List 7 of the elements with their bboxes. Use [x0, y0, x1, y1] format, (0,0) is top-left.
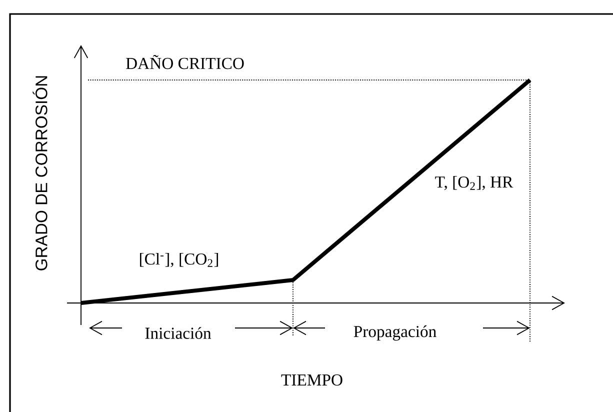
dimension-label: Propagación [354, 325, 436, 341]
threshold-label: DAÑO CRITICO [126, 54, 244, 70]
annotation: T, [O$_{2}$], HR [435, 176, 514, 190]
annotation: [Cl$^{-}$], [CO$_{2}$] [140, 252, 218, 268]
dimension-label: Iniciación [145, 327, 212, 339]
axis-label: GRADO DE CORROSIÓN [32, 76, 48, 270]
axis-label: TIEMPO [281, 374, 342, 386]
